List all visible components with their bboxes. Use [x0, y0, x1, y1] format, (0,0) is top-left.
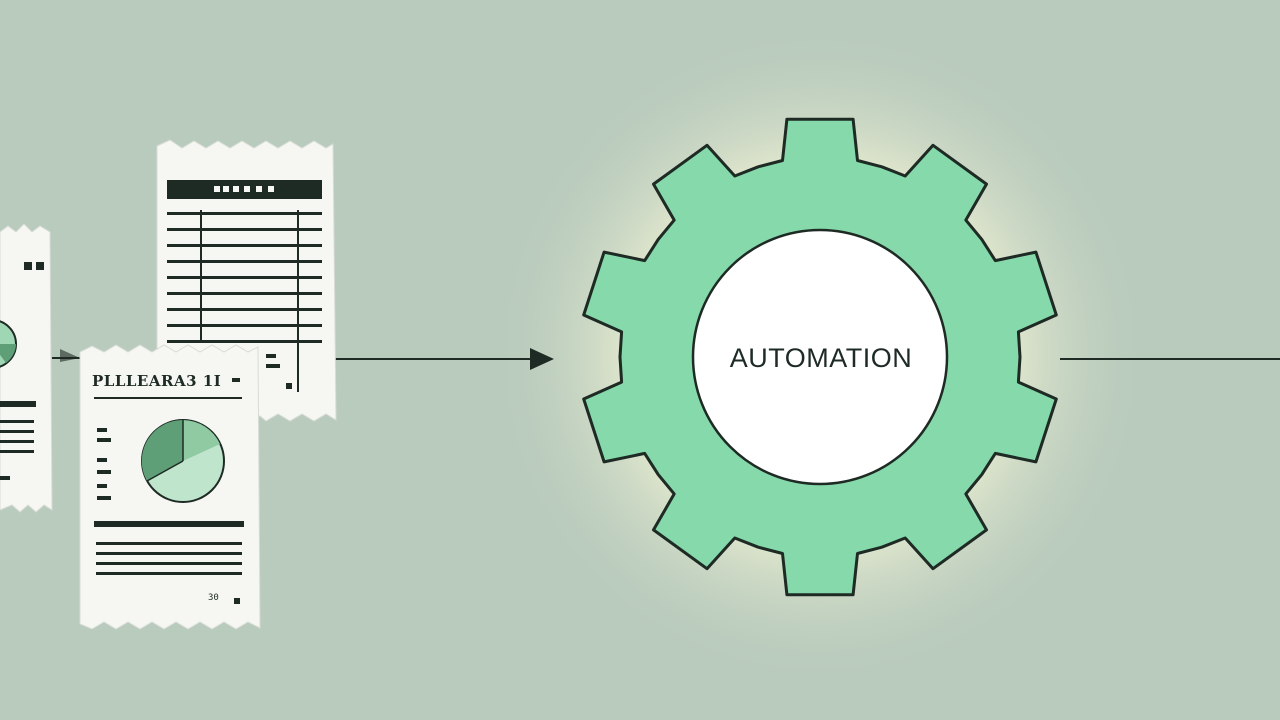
table-rows — [167, 212, 322, 343]
table-row-line — [167, 260, 322, 263]
arrow-small-icon — [60, 349, 80, 362]
table-row-line — [167, 212, 322, 215]
pie-chart-icon — [0, 320, 17, 368]
table-row-line — [167, 276, 322, 279]
pie-chart-icon — [141, 419, 225, 503]
arrow-right-icon — [530, 348, 554, 370]
report-divider — [94, 521, 244, 527]
table-row-line — [167, 308, 322, 311]
table-row-line — [167, 244, 322, 247]
gear-center-label: AUTOMATION — [729, 342, 913, 373]
table-row-line — [167, 228, 322, 231]
gear-hub — [691, 228, 949, 486]
report-footnote: 30 — [208, 593, 219, 603]
document-icon — [0, 223, 53, 513]
report-heading: PLLLEARA3 1I — [92, 372, 222, 390]
table-row-line — [167, 340, 322, 343]
table-row-line — [167, 292, 322, 295]
document-icon — [79, 344, 261, 630]
table-row-line — [167, 324, 322, 327]
gear-icon — [582, 117, 1058, 597]
